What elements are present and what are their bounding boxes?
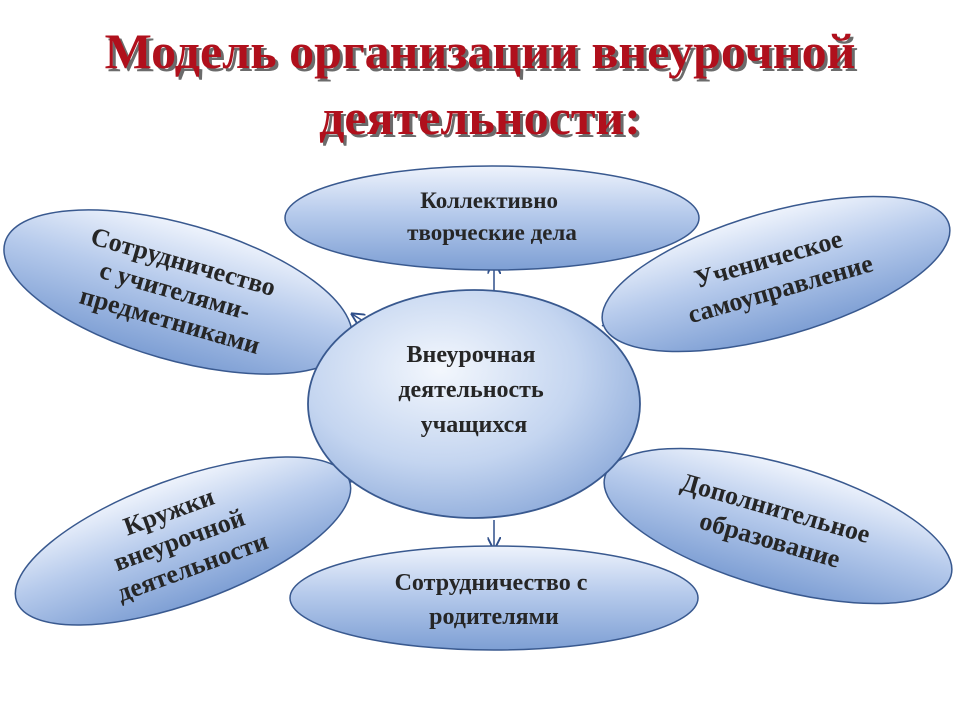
node-top-left: Сотрудничество с учителями- предметникам… [3, 209, 353, 375]
node-bottom-left: Кружки внеурочной деятельности [14, 456, 352, 626]
node-top-right: Ученическое самоуправление [601, 195, 951, 353]
node-bottom-line-2: родителями [429, 604, 559, 630]
node-top-line-2: творческие дела [407, 220, 577, 245]
node-bottom-line-1: Сотрудничество с [395, 570, 588, 596]
node-top-shape [284, 165, 700, 271]
node-bottom: Сотрудничество с родителями [289, 545, 699, 651]
node-bottom-right-shape [603, 447, 953, 605]
diagram-title: Модель организации внеурочной деятельнос… [0, 18, 960, 150]
node-center: Внеурочная деятельность учащихся [307, 289, 641, 519]
title-line-1: Модель организации внеурочной [104, 23, 856, 79]
node-top-line-1: Коллективно [420, 188, 558, 213]
node-bottom-shape [289, 545, 699, 651]
node-center-line-1: Внеурочная [407, 342, 536, 368]
node-top: Коллективно творческие дела [284, 165, 700, 271]
node-top-right-shape [601, 195, 951, 353]
title-line-2: деятельности: [319, 89, 641, 145]
node-bottom-left-shape [14, 456, 352, 626]
node-bottom-right: Дополнительное образование [603, 447, 953, 605]
node-center-line-3: учащихся [421, 412, 528, 438]
node-center-line-2: деятельность [398, 377, 544, 403]
svg-text:Коллективно творческие д: Коллективно творческие дела [407, 188, 577, 245]
svg-text:Сотрудничество с родител: Сотрудничество с родителями [395, 570, 594, 630]
node-center-shape [307, 289, 641, 519]
svg-text:Внеурочная деятельность: Внеурочная деятельность учащихся [398, 342, 549, 438]
